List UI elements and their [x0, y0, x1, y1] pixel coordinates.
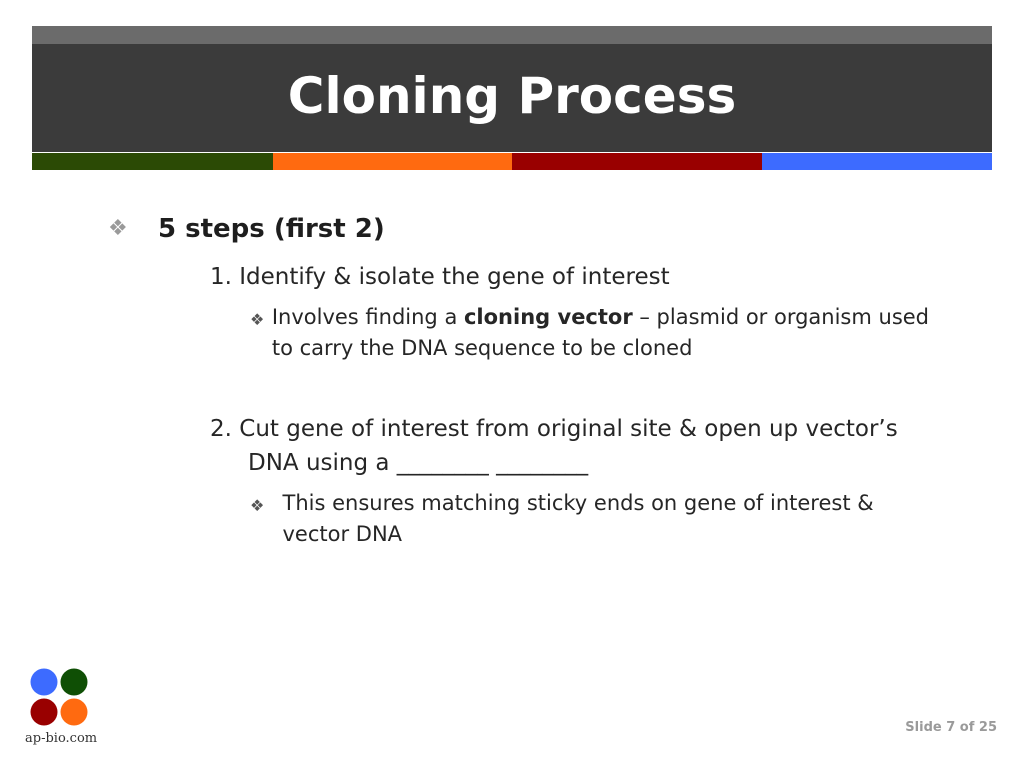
four-diamond-bullet-icon: ❖ [108, 216, 128, 241]
slide-number: Slide 7 of 25 [905, 720, 997, 735]
bullet-level1-text: 5 steps (first 2) [158, 214, 385, 244]
step-1-subbullet: ❖ Involves finding a cloning vector – pl… [250, 302, 930, 364]
four-circle-logo-icon [30, 668, 88, 726]
stripe-segment-orange [273, 153, 512, 170]
title-band-top [32, 26, 992, 44]
step-2-text-line1: Cut gene of interest from original site … [239, 416, 898, 442]
cloning-vector-term: cloning vector [463, 305, 633, 329]
step-1-number: 1. [210, 264, 232, 290]
stripe-segment-green [32, 153, 273, 170]
logo-text: ap-bio.com [25, 731, 98, 746]
bullet-level1: ❖ 5 steps (first 2) [108, 214, 385, 244]
four-diamond-bullet-icon: ❖ [250, 496, 265, 515]
step-2-number: 2. [210, 416, 232, 442]
stripe-segment-red [512, 153, 762, 170]
step-1-text: Identify & isolate the gene of interest [239, 264, 670, 290]
title-bar: Cloning Process [32, 44, 992, 152]
slide-title: Cloning Process [287, 67, 737, 125]
step-2: 2. Cut gene of interest from original si… [210, 412, 930, 480]
step-2-subbullet-text: This ensures matching sticky ends on gen… [282, 491, 874, 546]
step-1: 1. Identify & isolate the gene of intere… [210, 260, 670, 294]
color-stripe [32, 153, 992, 170]
four-diamond-bullet-icon: ❖ [250, 310, 265, 329]
step-1-subbullet-text: Involves finding a cloning vector – plas… [271, 305, 930, 360]
step-2-subbullet: ❖ This ensures matching sticky ends on g… [250, 488, 930, 550]
step-2-text-line2: DNA using a ________ ________ [248, 450, 589, 476]
stripe-segment-blue [762, 153, 992, 170]
